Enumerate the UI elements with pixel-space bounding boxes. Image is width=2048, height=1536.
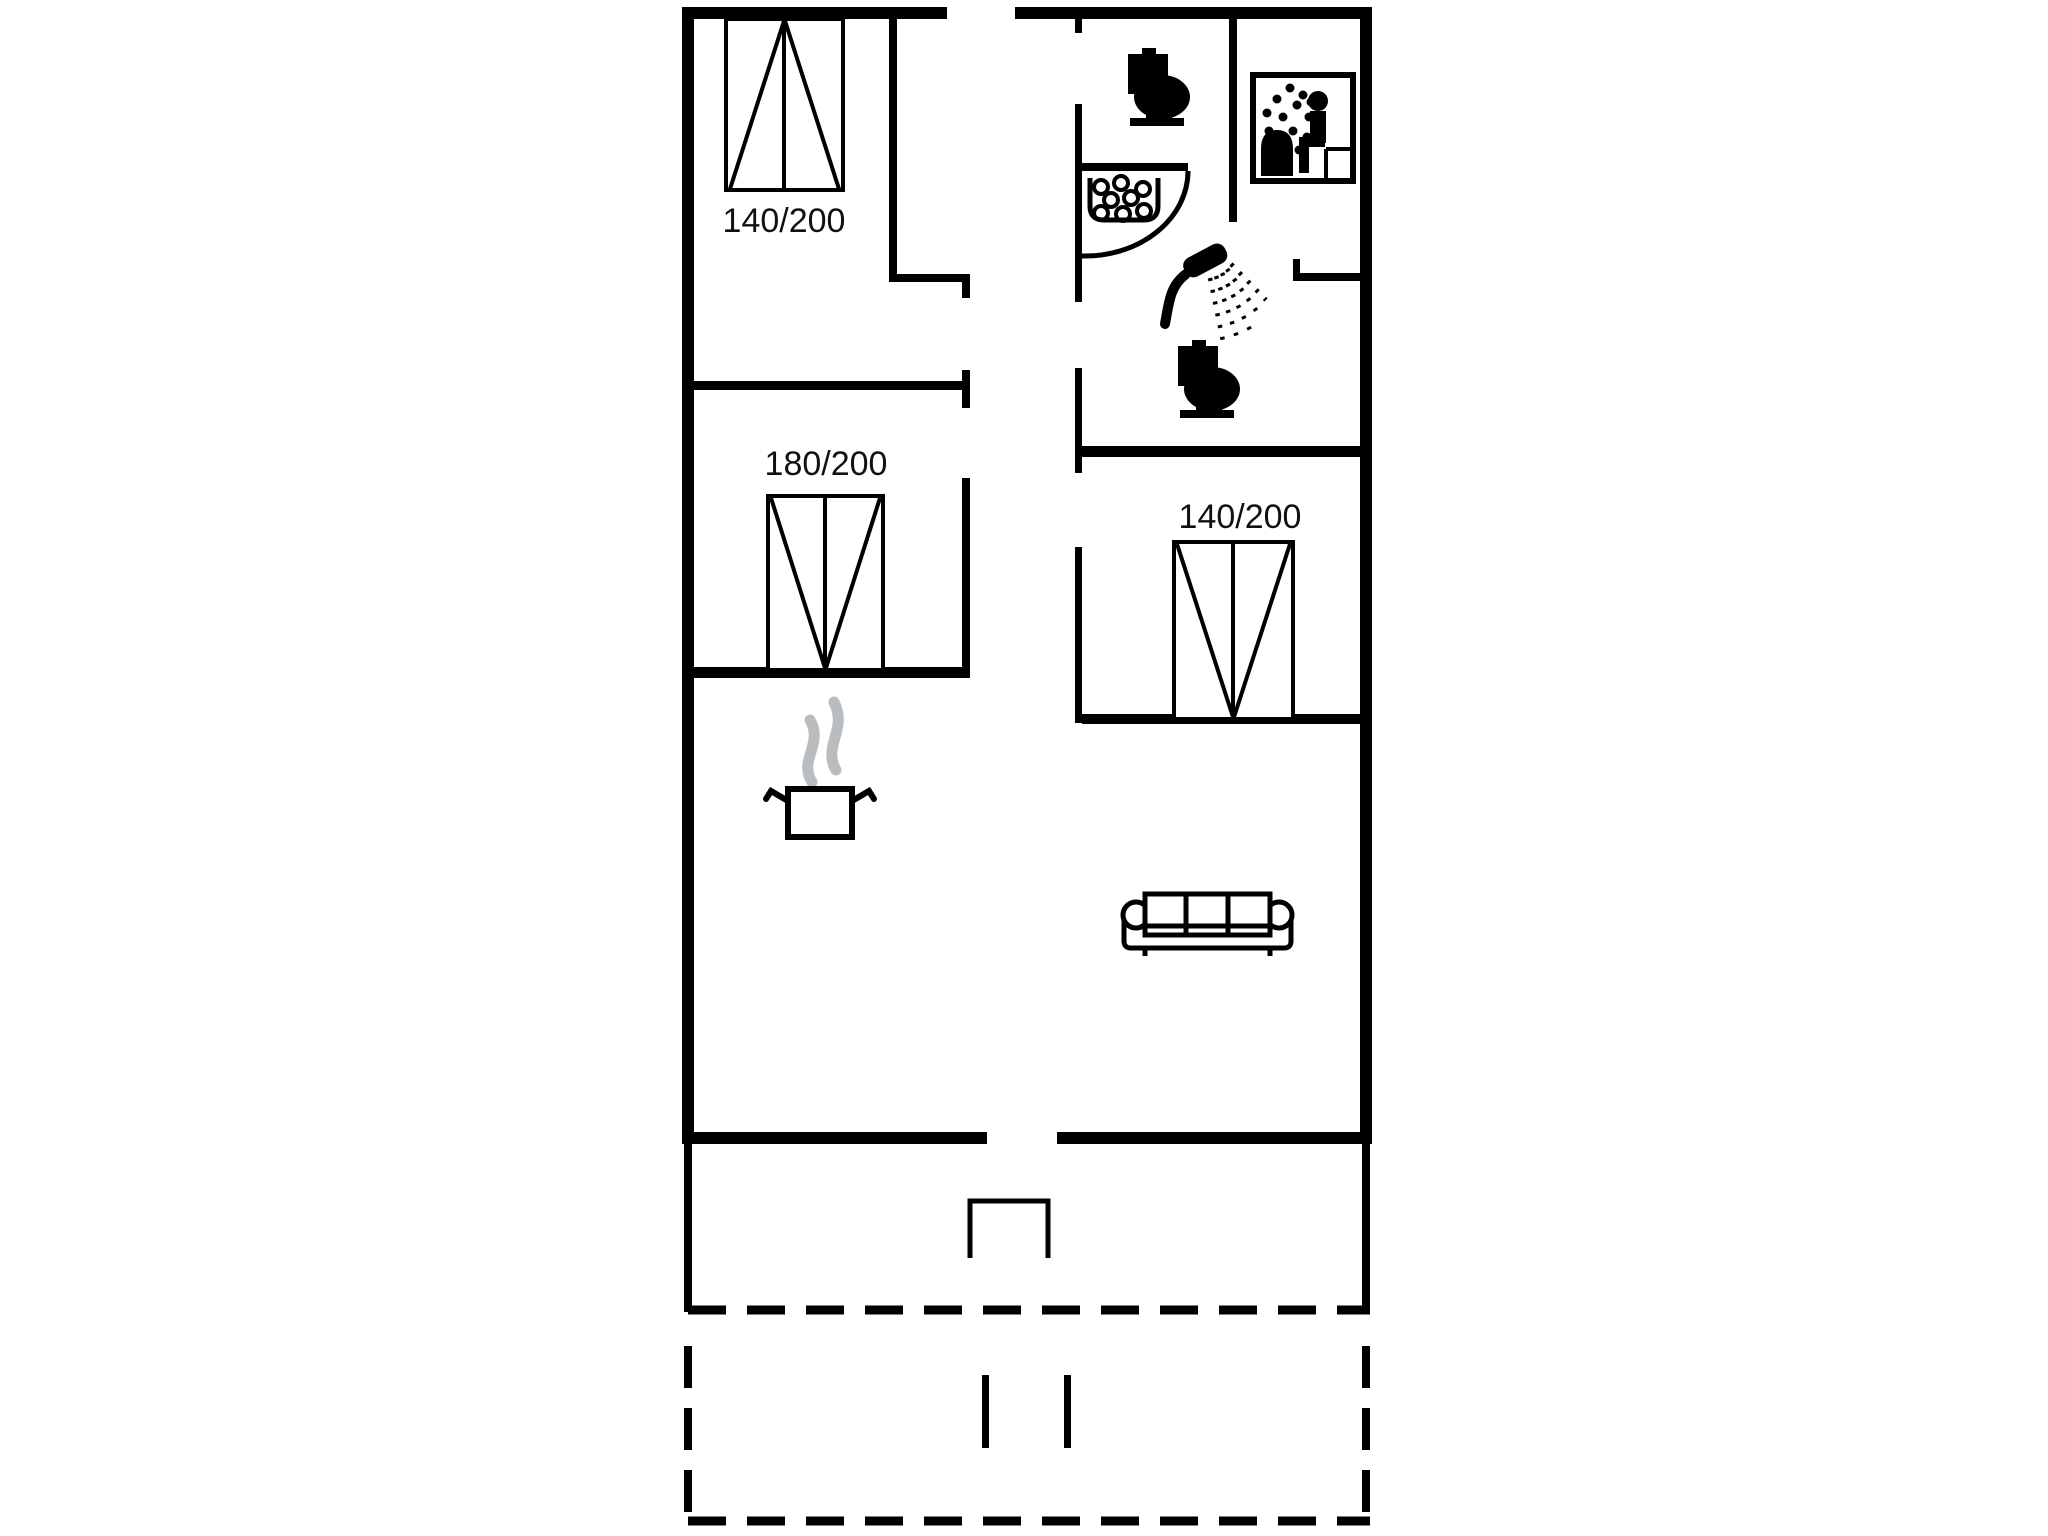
wc-bottom-wall <box>1082 163 1188 171</box>
terrace-post <box>982 1375 989 1448</box>
bedroom1-right-wall <box>889 19 897 282</box>
bed-140x200-top-left <box>724 17 845 192</box>
bottom-wall-right-segment <box>1057 1132 1372 1144</box>
door-jamb <box>962 274 970 298</box>
bed-size-label: 140/200 <box>1179 498 1302 536</box>
sitting-person-icon <box>1299 91 1328 173</box>
bed-140x200-right <box>1172 540 1295 721</box>
hall-wall-lower <box>1075 368 1082 473</box>
spray-dots <box>1207 262 1268 347</box>
bed-size-label: 140/200 <box>723 202 846 240</box>
whirlpool-icon <box>1087 174 1161 223</box>
steam-icon <box>802 696 844 788</box>
door-jamb <box>962 370 970 408</box>
bathroom-bottom-wall <box>1082 446 1360 457</box>
bedroom3-left-wall <box>1075 547 1082 723</box>
toilet-icon <box>1178 340 1240 418</box>
door-jamb <box>1293 259 1300 281</box>
bubbles <box>1092 174 1153 223</box>
terrace-right-wall <box>1362 1144 1370 1312</box>
terrace-left-wall <box>684 1144 692 1312</box>
hall-wall-upper <box>1075 104 1082 302</box>
exterior-walls <box>682 7 1372 1144</box>
bedroom2-top-wall <box>694 381 970 390</box>
sauna-bench <box>1324 147 1350 178</box>
terrace-outline <box>684 1144 1370 1526</box>
terrace-post <box>1064 1375 1071 1448</box>
bedroom2-right-wall <box>962 478 970 678</box>
bottom-wall-left-segment <box>682 1132 987 1144</box>
cooking-pot-icon <box>763 696 877 840</box>
door-swing-arc <box>1081 170 1191 259</box>
bedroom2-bottom-wall <box>694 667 970 678</box>
top-wall-left-segment <box>682 7 947 19</box>
sauna-heater-icon <box>1261 130 1293 176</box>
shower-icon <box>1160 243 1268 347</box>
bed-180x200-mid-left <box>766 494 885 672</box>
wc-sauna-divider-wall <box>1229 19 1237 222</box>
toilet-icon <box>1128 48 1190 126</box>
entrance-step <box>967 1198 1051 1258</box>
sauna-icon <box>1250 72 1356 184</box>
hall-wall-stub <box>1075 19 1082 33</box>
sofa-icon <box>1120 891 1295 956</box>
right-wall <box>1360 7 1372 1144</box>
bedroom1-bottom-wall <box>889 274 970 282</box>
top-wall-right-segment <box>1015 7 1372 19</box>
sauna-bottom-wall <box>1293 273 1360 281</box>
bed-size-label: 180/200 <box>765 445 888 483</box>
left-wall <box>682 7 694 1144</box>
sofa-cushions <box>1142 891 1273 938</box>
